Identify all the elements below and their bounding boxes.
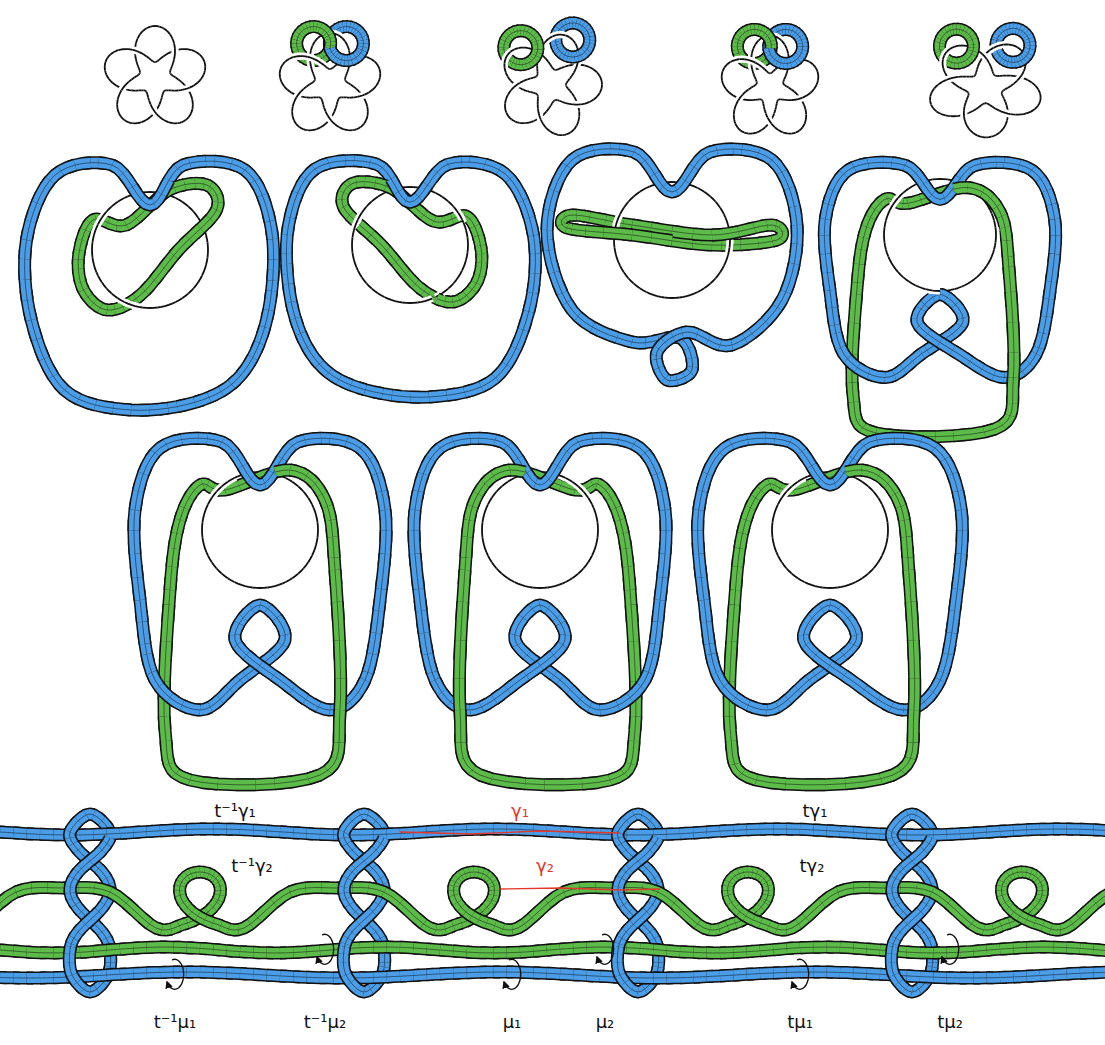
stage: t⁻¹γ₁γ₁tγ₁t⁻¹γ₂γ₂tγ₂t⁻¹μ₁t⁻¹μ₂μ₁μ₂tμ₁tμ₂ — [0, 0, 1105, 1045]
